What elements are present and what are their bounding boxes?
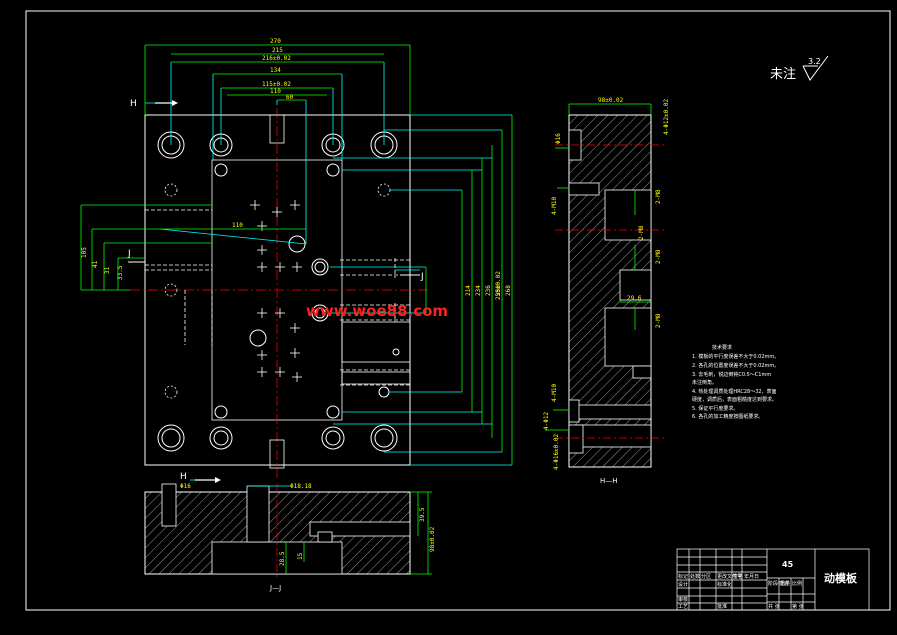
tech-note-6: 5. 保证平行度要求。 [692, 405, 738, 412]
dim-top-0: 270 [270, 38, 281, 45]
roughness-symbol: 未注 3.2 [770, 55, 829, 82]
dim-right-3: 250 [495, 285, 502, 296]
tech-note-5: 硬度，调质后，表面粗糙度达到要求。 [692, 396, 777, 403]
hh-dim-left-low1: 4-M10 [551, 384, 558, 402]
tb-cell-11: 阶段标记 [768, 580, 788, 587]
tb-cell-8: 审核 [678, 596, 688, 603]
tb-cell-10: 批准 [717, 603, 727, 610]
drawing-frame [25, 10, 891, 611]
jj-dim-mid2: 15 [297, 552, 304, 560]
jj-dim-right: 39.5 [419, 507, 426, 522]
section-mark-h-top: H [130, 99, 137, 109]
hh-dim-top: 98±0.02 [598, 97, 624, 104]
dim-left-3: 33.5 [117, 265, 124, 280]
hh-dim-mid: Φ16 [555, 133, 562, 144]
dim-top-3: 134 [270, 67, 281, 74]
tb-cell-13: 比例 [792, 580, 802, 587]
hh-dim-w1: 2-M8 [655, 189, 662, 204]
dim-left-1: 41 [92, 260, 99, 268]
jj-dim-left: Φ16 [180, 483, 191, 490]
tech-notes-title: 技术要求 [712, 344, 732, 351]
title-block [676, 548, 870, 611]
hh-dim-top-right: 4-Φ12±0.02 [663, 98, 670, 135]
tb-cell-1: 处数 [690, 573, 700, 580]
dim-top-1: 215 [272, 47, 283, 54]
plan-view: H H J J 270 215 216±0.02 134 115±0.02 11… [80, 38, 513, 483]
tb-cell-2: 分区 [701, 573, 711, 580]
tech-note-2: 3. 去毛刺，锐边倒钝C0.5～C1mm [692, 371, 771, 378]
hh-dim-w3: 2-M8 [655, 313, 662, 328]
tech-note-4: 4. 热处理调质处理HRC28～32，表面 [692, 388, 777, 395]
title-block-material: 45 [782, 560, 794, 569]
title-block-part-name: 动模板 [824, 571, 858, 585]
hh-dim-left1: 4-M10 [551, 197, 558, 215]
tb-cell-3: 更改文件号 [717, 573, 742, 580]
jj-dim-mid1: 28.5 [279, 551, 286, 566]
tb-cell-14: 共 张 [768, 603, 780, 610]
dim-right-1: 234 [475, 285, 482, 296]
dim-right-2: 236 [485, 285, 492, 296]
tb-cell-15: 第 张 [792, 603, 804, 610]
section-mark-j-left: J [127, 249, 131, 259]
dim-top-5: 110 [270, 88, 281, 95]
dim-left-2: 31 [104, 266, 111, 274]
tech-notes: 技术要求 1. 模板的平行度误差不大于0.02mm。 2. 各孔的位置度误差不大… [692, 344, 779, 420]
dim-right-0: 214 [465, 285, 472, 296]
section-jj: Φ18.18 Φ16 39.5 98±0.02 28.5 15 J—J [144, 483, 436, 592]
jj-dim-right2: 98±0.02 [429, 526, 436, 552]
dim-top-6: 60 [286, 94, 294, 101]
section-mark-h-bottom: H [180, 472, 187, 482]
hh-dim-w4: 2-M8 [638, 225, 645, 240]
tb-cell-4: 签名 [733, 573, 743, 580]
hh-dim-inner: 29.6 [627, 295, 642, 302]
hh-dim-left-low3: 4-Φ16±0.02 [553, 433, 560, 470]
section-hh: 98±0.02 4-Φ12±0.02 4-M10 Φ16 4-M10 4-Φ12… [543, 97, 670, 485]
dim-top-4: 115±0.02 [262, 81, 291, 88]
hh-dim-w2: 2-M8 [655, 249, 662, 264]
tech-note-0: 1. 模板的平行度误差不大于0.02mm。 [692, 353, 779, 360]
tb-cell-7: 标准化 [717, 581, 732, 588]
roughness-label: 未注 [770, 67, 796, 82]
watermark: www.woe88.com [306, 302, 448, 320]
title-block-cells: 标记 处数 分区 更改文件号 签名 年月日 设计 标准化 审核 工艺 批准 阶段… [678, 573, 804, 610]
dim-right-4: 250±0.02 [495, 271, 502, 300]
roughness-value: 3.2 [808, 57, 821, 66]
tb-cell-9: 工艺 [678, 604, 688, 610]
tb-cell-12: 重量 [780, 580, 790, 587]
section-mark-j-right: J [420, 272, 424, 282]
dim-top-2: 216±0.02 [262, 55, 291, 62]
tb-cell-6: 设计 [678, 581, 688, 588]
tech-note-1: 2. 各孔的位置度误差不大于0.02mm。 [692, 362, 779, 369]
view-title-jj: J—J [269, 584, 281, 592]
tech-note-7: 6. 各孔的加工精度按图纸要求。 [692, 413, 763, 420]
tech-note-3: 未注倒角。 [692, 379, 717, 386]
dim-mid-0: 110 [232, 222, 243, 229]
dim-right-5: 268 [505, 285, 512, 296]
tb-cell-5: 年月日 [744, 573, 759, 580]
view-title-hh: H—H [600, 477, 618, 485]
jj-dim-top: Φ18.18 [290, 483, 312, 490]
hh-dim-left-low2: 4-Φ12 [543, 412, 550, 430]
dim-left-0: 105 [81, 247, 88, 258]
tb-cell-0: 标记 [678, 573, 688, 580]
